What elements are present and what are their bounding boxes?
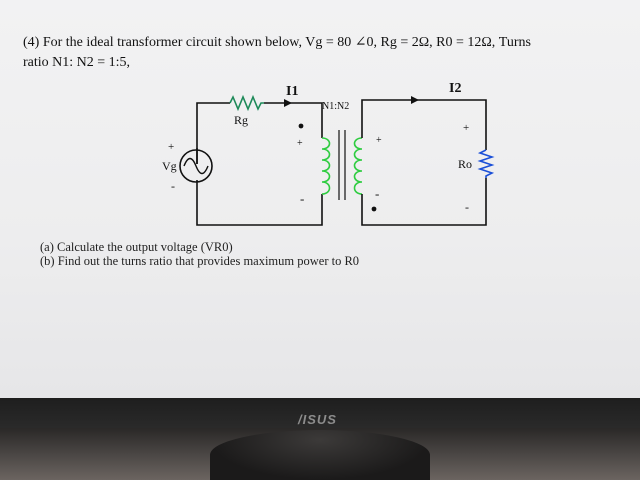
current-label-i1: I1 xyxy=(286,84,298,99)
source-minus: - xyxy=(171,179,175,193)
secondary-wires xyxy=(361,99,487,226)
primary-plus: + xyxy=(297,138,303,149)
load-plus: + xyxy=(463,122,469,134)
current-label-i2: I2 xyxy=(449,81,461,96)
screen xyxy=(0,0,640,400)
monitor-logo: /ISUS xyxy=(298,412,337,427)
source-plus: + xyxy=(168,141,174,153)
turns-ratio-label: N1:N2 xyxy=(322,101,349,112)
part-a: (a) Calculate the output voltage (VR0) xyxy=(40,240,233,254)
question-line-1: (4) For the ideal transformer circuit sh… xyxy=(23,33,623,53)
load-minus: - xyxy=(465,200,469,214)
resistor-rg-icon xyxy=(229,94,264,112)
secondary-coil-icon xyxy=(353,137,363,195)
sine-wave-icon xyxy=(183,157,209,175)
secondary-minus: - xyxy=(375,186,379,201)
secondary-polarity-dot-icon xyxy=(371,206,377,212)
question-statement: For the ideal transformer circuit shown … xyxy=(42,35,531,50)
primary-coil-icon xyxy=(321,137,331,195)
question-number: (4) xyxy=(23,35,40,50)
secondary-plus: + xyxy=(376,135,382,146)
current-arrow-i1-icon xyxy=(284,99,292,107)
primary-minus: - xyxy=(300,191,304,206)
ro-label: Ro xyxy=(458,157,472,171)
source-label: Vg xyxy=(162,159,177,173)
monitor-bezel xyxy=(0,398,640,428)
monitor-stand xyxy=(210,430,430,480)
voltage-source-icon xyxy=(179,149,213,183)
primary-polarity-dot-icon xyxy=(298,123,304,129)
question-text: (4) For the ideal transformer circuit sh… xyxy=(23,33,623,73)
primary-wires xyxy=(196,102,323,226)
part-b: (b) Find out the turns ratio that provid… xyxy=(40,254,360,268)
rg-label: Rg xyxy=(234,113,248,127)
sub-questions: (a) Calculate the output voltage (VR0) (… xyxy=(40,240,600,268)
resistor-ro-icon xyxy=(477,149,495,178)
current-arrow-i2-icon xyxy=(411,96,419,104)
question-line-2: ratio N1: N2 = 1:5, xyxy=(23,55,131,70)
